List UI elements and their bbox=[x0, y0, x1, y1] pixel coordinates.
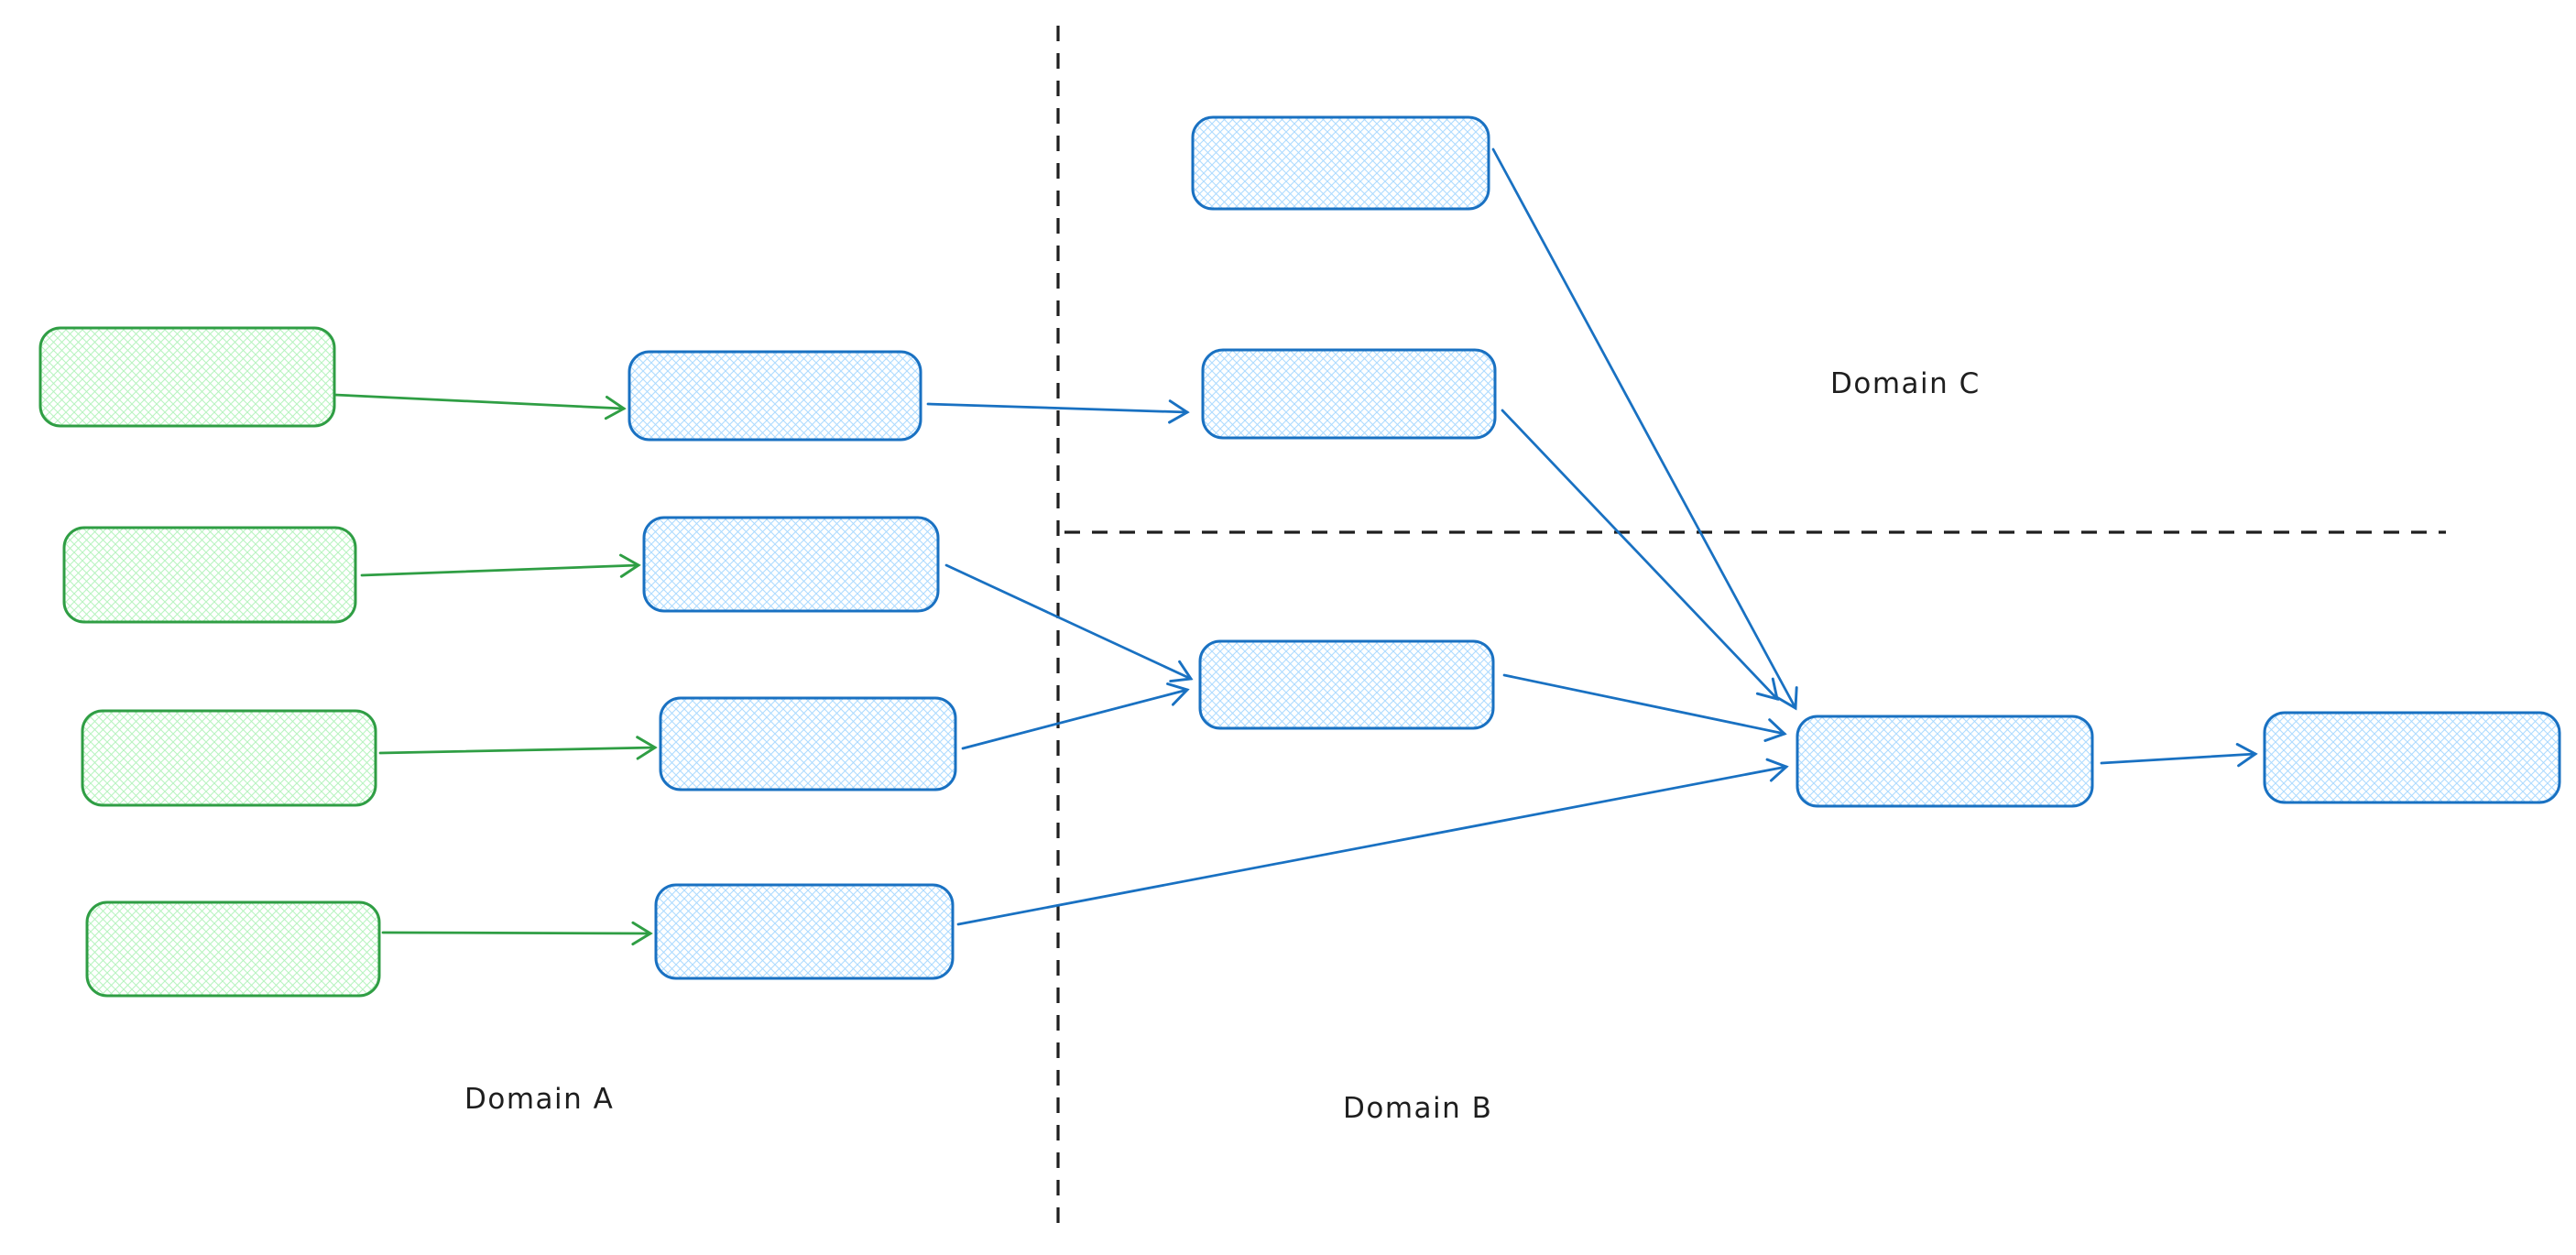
arrow-domain-a-service-4-to-domain-b-aggregator[interactable] bbox=[956, 758, 1789, 926]
node-domain-c-service[interactable] bbox=[1191, 115, 1490, 211]
label-domain-c[interactable]: Domain C bbox=[1830, 367, 1981, 400]
node-domain-b-aggregator[interactable] bbox=[1796, 715, 2094, 808]
arrow-domain-a-source-1-to-domain-a-service-1[interactable] bbox=[333, 393, 627, 420]
arrow-domain-a-source-2-to-domain-a-service-2[interactable] bbox=[360, 553, 641, 578]
node-domain-a-source-3[interactable] bbox=[81, 709, 377, 807]
label-domain-a[interactable]: Domain A bbox=[464, 1083, 614, 1116]
node-domain-a-service-4[interactable] bbox=[654, 883, 955, 980]
node-domain-a-source-1[interactable] bbox=[38, 326, 336, 428]
domain-labels: Domain A Domain B Domain C bbox=[464, 367, 1981, 1125]
arrow-domain-a-service-1-to-domain-b-service-upper[interactable] bbox=[926, 399, 1190, 424]
domain-dividers bbox=[1056, 26, 2446, 1235]
node-domain-a-service-2[interactable] bbox=[642, 516, 940, 613]
node-domain-b-service-upper[interactable] bbox=[1201, 348, 1497, 440]
arrow-domain-a-service-2-to-domain-b-service-mid[interactable] bbox=[944, 563, 1194, 683]
arrow-domain-b-aggregator-to-domain-b-output[interactable] bbox=[2100, 743, 2258, 768]
node-domain-a-source-2[interactable] bbox=[62, 526, 357, 624]
node-domain-a-source-4[interactable] bbox=[85, 900, 381, 998]
label-domain-b[interactable]: Domain B bbox=[1343, 1092, 1492, 1125]
arrow-domain-b-service-mid-to-domain-b-aggregator[interactable] bbox=[1502, 673, 1787, 742]
node-domain-b-output[interactable] bbox=[2263, 711, 2561, 804]
arrow-domain-b-service-upper-to-domain-b-aggregator[interactable] bbox=[1501, 409, 1779, 702]
node-domain-a-service-1[interactable] bbox=[628, 350, 922, 442]
flow-nodes bbox=[38, 115, 2561, 998]
arrow-domain-a-service-3-to-domain-b-service-mid[interactable] bbox=[961, 682, 1190, 750]
flow-arrows bbox=[333, 147, 2258, 946]
arrow-domain-c-service-to-domain-b-aggregator[interactable] bbox=[1491, 147, 1798, 711]
node-domain-a-service-3[interactable] bbox=[659, 696, 957, 791]
arrow-domain-a-source-3-to-domain-a-service-3[interactable] bbox=[378, 736, 658, 760]
node-domain-b-service-mid[interactable] bbox=[1198, 639, 1495, 730]
